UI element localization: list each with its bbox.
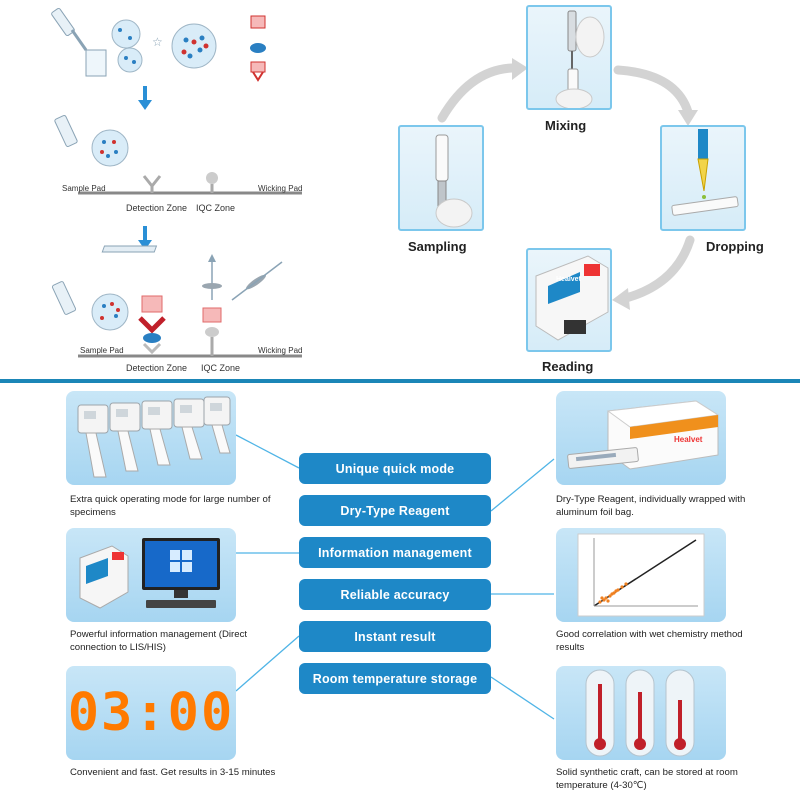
svg-text:☆: ☆ bbox=[152, 35, 163, 49]
information-management-button[interactable]: Information management bbox=[299, 537, 491, 568]
arrow-down-icon bbox=[138, 86, 152, 110]
sample-circle bbox=[117, 47, 143, 73]
iqc-zone-label: IQC Zone bbox=[201, 363, 241, 373]
pipette-icon bbox=[54, 115, 78, 147]
pipette-icon bbox=[51, 7, 88, 51]
correlation-plot-icon bbox=[556, 528, 726, 622]
timer-display-icon: 03:00 bbox=[66, 666, 236, 760]
room-temperature-storage-button[interactable]: Room temperature storage bbox=[299, 663, 491, 694]
multi-analyzer-icon bbox=[66, 391, 236, 485]
detection-zone-label: Detection Zone bbox=[126, 363, 188, 373]
dropping-label: Dropping bbox=[706, 239, 764, 254]
arrow-right-icon bbox=[512, 58, 528, 80]
reading-label: Reading bbox=[542, 359, 594, 374]
information-management-caption: Powerful information management (Direct … bbox=[70, 629, 248, 653]
sample-circle bbox=[171, 23, 217, 69]
detector-icon bbox=[101, 245, 158, 253]
reagent-box-icon: Healvet bbox=[556, 391, 726, 485]
workflow-cycle: Mixing Sampling Dropping Healvet Reading bbox=[390, 0, 800, 378]
room-temperature-caption: Solid synthetic craft, can be stored at … bbox=[556, 767, 738, 791]
dry-type-reagent-button[interactable]: Dry-Type Reagent bbox=[299, 495, 491, 526]
unique-quick-mode-button[interactable]: Unique quick mode bbox=[299, 453, 491, 484]
arrow-down-icon bbox=[138, 226, 152, 250]
test-tube-icon bbox=[85, 49, 107, 77]
arrow-left-icon bbox=[612, 288, 630, 310]
mixing-label: Mixing bbox=[545, 118, 587, 133]
arrow-down-icon bbox=[678, 110, 698, 126]
reading-image: Healvet bbox=[526, 248, 612, 352]
thermometers-icon bbox=[556, 666, 726, 760]
instant-result-button[interactable]: Instant result bbox=[299, 621, 491, 652]
instant-result-caption: Convenient and fast. Get results in 3-15… bbox=[70, 767, 276, 778]
dropping-image bbox=[660, 125, 746, 231]
pipette-icon bbox=[51, 281, 77, 315]
conjugate-icon bbox=[250, 15, 266, 29]
sampling-label: Sampling bbox=[408, 239, 467, 254]
iqc-zone-label: IQC Zone bbox=[196, 203, 236, 213]
reliable-accuracy-button[interactable]: Reliable accuracy bbox=[299, 579, 491, 610]
dry-type-reagent-caption: Dry-Type Reagent, individually wrapped w… bbox=[556, 494, 746, 518]
sampling-image bbox=[398, 125, 484, 231]
sample-pad-label: Sample Pad bbox=[80, 346, 124, 355]
reliable-accuracy-caption: Good correlation with wet chemistry meth… bbox=[556, 629, 743, 653]
reagent-brand-label: Healvet bbox=[674, 435, 703, 444]
cycle-arrows bbox=[437, 58, 698, 310]
connector-lines bbox=[235, 434, 555, 720]
detection-zone-label: Detection Zone bbox=[126, 203, 188, 213]
wicking-pad-label: Wicking Pad bbox=[258, 184, 303, 193]
analyzer-with-monitor-icon bbox=[66, 528, 236, 622]
wicking-pad-label: Wicking Pad bbox=[258, 346, 303, 355]
assay-principle-diagram: ☆ bbox=[0, 0, 400, 378]
brand-label: Healvet bbox=[556, 276, 581, 283]
sample-pad-label: Sample Pad bbox=[62, 184, 106, 193]
feature-highlights: Unique quick mode Dry-Type Reagent Infor… bbox=[0, 383, 800, 800]
mixing-image bbox=[526, 5, 612, 110]
assay-illustration: ☆ bbox=[51, 7, 302, 358]
antigen-icon bbox=[250, 43, 266, 53]
section-divider bbox=[0, 379, 800, 383]
timer-value: 03:00 bbox=[67, 683, 235, 743]
quick-mode-caption: Extra quick operating mode for large num… bbox=[70, 494, 271, 518]
sample-circle bbox=[111, 19, 141, 49]
